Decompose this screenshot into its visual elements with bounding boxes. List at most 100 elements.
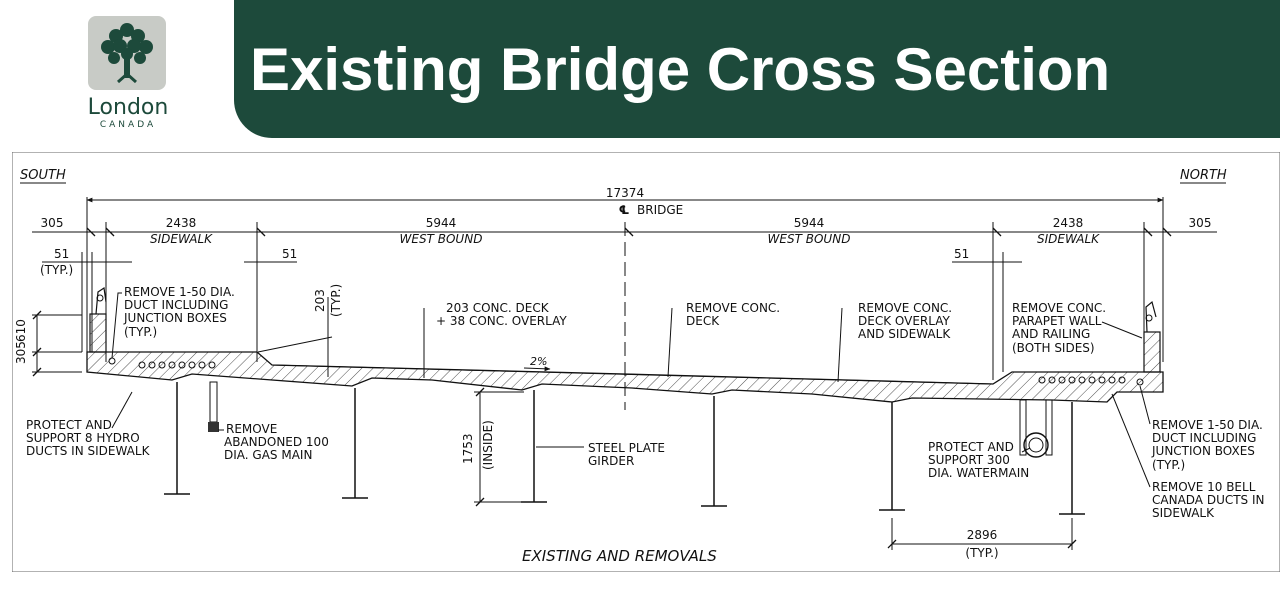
overlay-height-dim bbox=[257, 297, 333, 377]
svg-text:ABANDONED 100: ABANDONED 100 bbox=[224, 435, 329, 449]
parapet-left bbox=[89, 313, 107, 353]
svg-text:REMOVE 1-50 DIA.: REMOVE 1-50 DIA. bbox=[124, 285, 235, 299]
dim-sidewalk-right: 2438 bbox=[1053, 216, 1084, 230]
svg-text:PROTECT AND: PROTECT AND bbox=[26, 418, 112, 432]
svg-text:DUCTS IN SIDEWALK: DUCTS IN SIDEWALK bbox=[26, 444, 151, 458]
bell-ducts bbox=[1038, 376, 1144, 386]
note-remove-gas: REMOVE ABANDONED 100 DIA. GAS MAIN bbox=[224, 422, 329, 462]
note-girder: STEEL PLATE GIRDER bbox=[588, 441, 665, 468]
dim-left-edge: 305 bbox=[41, 216, 64, 230]
dim-610: 610 bbox=[14, 319, 28, 342]
svg-text:REMOVE CONC.: REMOVE CONC. bbox=[858, 301, 952, 315]
dim-1753: 1753 bbox=[461, 433, 475, 464]
south-label: SOUTH bbox=[20, 168, 66, 183]
svg-text:DIA. WATERMAIN: DIA. WATERMAIN bbox=[928, 466, 1029, 480]
svg-text:DECK OVERLAY: DECK OVERLAY bbox=[858, 314, 950, 328]
note-remove-duct-right: REMOVE 1-50 DIA. DUCT INCLUDING JUNCTION… bbox=[1151, 418, 1263, 472]
railing-left bbox=[95, 286, 107, 315]
dim-right-edge: 305 bbox=[1189, 216, 1212, 230]
svg-text:REMOVE 10 BELL: REMOVE 10 BELL bbox=[1152, 480, 1256, 494]
centerline-label: BRIDGE bbox=[637, 203, 683, 217]
svg-text:SIDEWALK: SIDEWALK bbox=[1152, 506, 1215, 520]
dim-inside: (INSIDE) bbox=[481, 420, 495, 470]
watermain-hanger-right bbox=[1045, 399, 1053, 456]
watermain-inner bbox=[1028, 437, 1044, 453]
north-label: NORTH bbox=[1180, 168, 1227, 183]
zone-lane-left: WEST BOUND bbox=[400, 232, 483, 246]
svg-text:CANADA DUCTS IN: CANADA DUCTS IN bbox=[1152, 493, 1265, 507]
gas-main bbox=[208, 422, 219, 432]
slope-label: 2% bbox=[530, 355, 547, 368]
hydro-ducts bbox=[108, 357, 216, 369]
dim-lane-right: 5944 bbox=[794, 216, 825, 230]
dim-203-typ: (TYP.) bbox=[329, 284, 343, 317]
leader-lines bbox=[111, 292, 1151, 488]
zone-sidewalk-right: SIDEWALK bbox=[1037, 232, 1100, 246]
note-remove-duct-left: REMOVE 1-50 DIA. DUCT INCLUDING JUNCTION… bbox=[123, 285, 235, 339]
girder-spacing-dim bbox=[887, 518, 1077, 550]
svg-text:(BOTH SIDES): (BOTH SIDES) bbox=[1012, 341, 1095, 355]
svg-text:PARAPET WALL: PARAPET WALL bbox=[1012, 314, 1102, 328]
logo-wordmark: London CANADA bbox=[82, 95, 174, 131]
dim-51-curb: 51 bbox=[282, 247, 297, 261]
tree-icon bbox=[101, 23, 153, 84]
overall-dimension bbox=[86, 197, 1164, 362]
total-width-label: 17374 bbox=[606, 186, 644, 200]
centerline-symbol: ℄ bbox=[619, 203, 630, 217]
svg-text:(TYP.): (TYP.) bbox=[124, 325, 157, 339]
railing-post-right bbox=[1145, 314, 1153, 322]
cross-section-drawing: SOUTH NORTH 17374 ℄ BRIDGE 305 2438 5944… bbox=[11, 151, 1280, 573]
dim-203: 203 bbox=[313, 289, 327, 312]
dim-51-right: 51 bbox=[954, 247, 969, 261]
svg-text:REMOVE CONC.: REMOVE CONC. bbox=[1012, 301, 1106, 315]
watermain-pipe bbox=[1023, 432, 1049, 458]
railing-post-left bbox=[96, 294, 104, 302]
note-protect-hydro: PROTECT AND SUPPORT 8 HYDRO DUCTS IN SID… bbox=[26, 418, 151, 458]
svg-text:REMOVE CONC.: REMOVE CONC. bbox=[686, 301, 780, 315]
dim-typ-left: (TYP.) bbox=[40, 263, 73, 277]
svg-text:SUPPORT 300: SUPPORT 300 bbox=[928, 453, 1010, 467]
zone-lane-right: WEST BOUND bbox=[768, 232, 851, 246]
svg-text:JUNCTION BOXES: JUNCTION BOXES bbox=[123, 311, 227, 325]
deck-overlay-line bbox=[271, 364, 994, 385]
note-remove-deck: REMOVE CONC. DECK bbox=[686, 301, 780, 328]
svg-text:DECK: DECK bbox=[686, 314, 720, 328]
svg-text:DUCT INCLUDING: DUCT INCLUDING bbox=[124, 298, 228, 312]
svg-text:STEEL PLATE: STEEL PLATE bbox=[588, 441, 665, 455]
left-height-dimensions bbox=[32, 310, 82, 377]
note-remove-parapet: REMOVE CONC. PARAPET WALL AND RAILING (B… bbox=[1012, 301, 1106, 355]
svg-text:DUCT INCLUDING: DUCT INCLUDING bbox=[1152, 431, 1256, 445]
svg-text:PROTECT AND: PROTECT AND bbox=[928, 440, 1014, 454]
logo-country: CANADA bbox=[99, 120, 157, 130]
slope-arrow bbox=[523, 366, 551, 372]
zone-sidewalk-left: SIDEWALK bbox=[150, 232, 213, 246]
svg-text:JUNCTION BOXES: JUNCTION BOXES bbox=[1151, 444, 1255, 458]
svg-text:DIA. GAS MAIN: DIA. GAS MAIN bbox=[224, 448, 312, 462]
logo-city: London bbox=[87, 95, 169, 120]
parapet-right bbox=[1143, 331, 1161, 373]
title-banner: Existing Bridge Cross Section bbox=[234, 0, 1280, 138]
note-protect-watermain: PROTECT AND SUPPORT 300 DIA. WATERMAIN bbox=[928, 440, 1029, 480]
svg-text:GIRDER: GIRDER bbox=[588, 454, 634, 468]
sub-dimensions bbox=[32, 222, 1217, 410]
svg-text:SUPPORT 8 HYDRO: SUPPORT 8 HYDRO bbox=[26, 431, 140, 445]
dim-2896-typ: (TYP.) bbox=[965, 546, 998, 560]
dim-lane-left: 5944 bbox=[426, 216, 457, 230]
note-conc-deck: 203 CONC. DECK + 38 CONC. OVERLAY bbox=[436, 301, 567, 328]
svg-text:(TYP.): (TYP.) bbox=[1152, 458, 1185, 472]
note-remove-overlay: REMOVE CONC. DECK OVERLAY AND SIDEWALK bbox=[858, 301, 952, 341]
svg-text:REMOVE 1-50 DIA.: REMOVE 1-50 DIA. bbox=[1152, 418, 1263, 432]
page-title: Existing Bridge Cross Section bbox=[250, 36, 1111, 103]
cross-section-svg: SOUTH NORTH 17374 ℄ BRIDGE 305 2438 5944… bbox=[11, 151, 1280, 573]
svg-text:AND RAILING: AND RAILING bbox=[1012, 327, 1090, 341]
watermain-hanger-left bbox=[1019, 399, 1027, 456]
svg-text:AND SIDEWALK: AND SIDEWALK bbox=[858, 327, 951, 341]
svg-text:+ 38 CONC. OVERLAY: + 38 CONC. OVERLAY bbox=[436, 314, 567, 328]
drawing-caption: EXISTING AND REMOVALS bbox=[522, 547, 717, 565]
logo bbox=[88, 16, 166, 90]
dim-2896: 2896 bbox=[967, 528, 998, 542]
dim-sidewalk-left: 2438 bbox=[166, 216, 197, 230]
note-remove-bell: REMOVE 10 BELL CANADA DUCTS IN SIDEWALK bbox=[1152, 480, 1265, 520]
dim-51-left: 51 bbox=[54, 247, 69, 261]
dim-305: 305 bbox=[14, 341, 28, 364]
